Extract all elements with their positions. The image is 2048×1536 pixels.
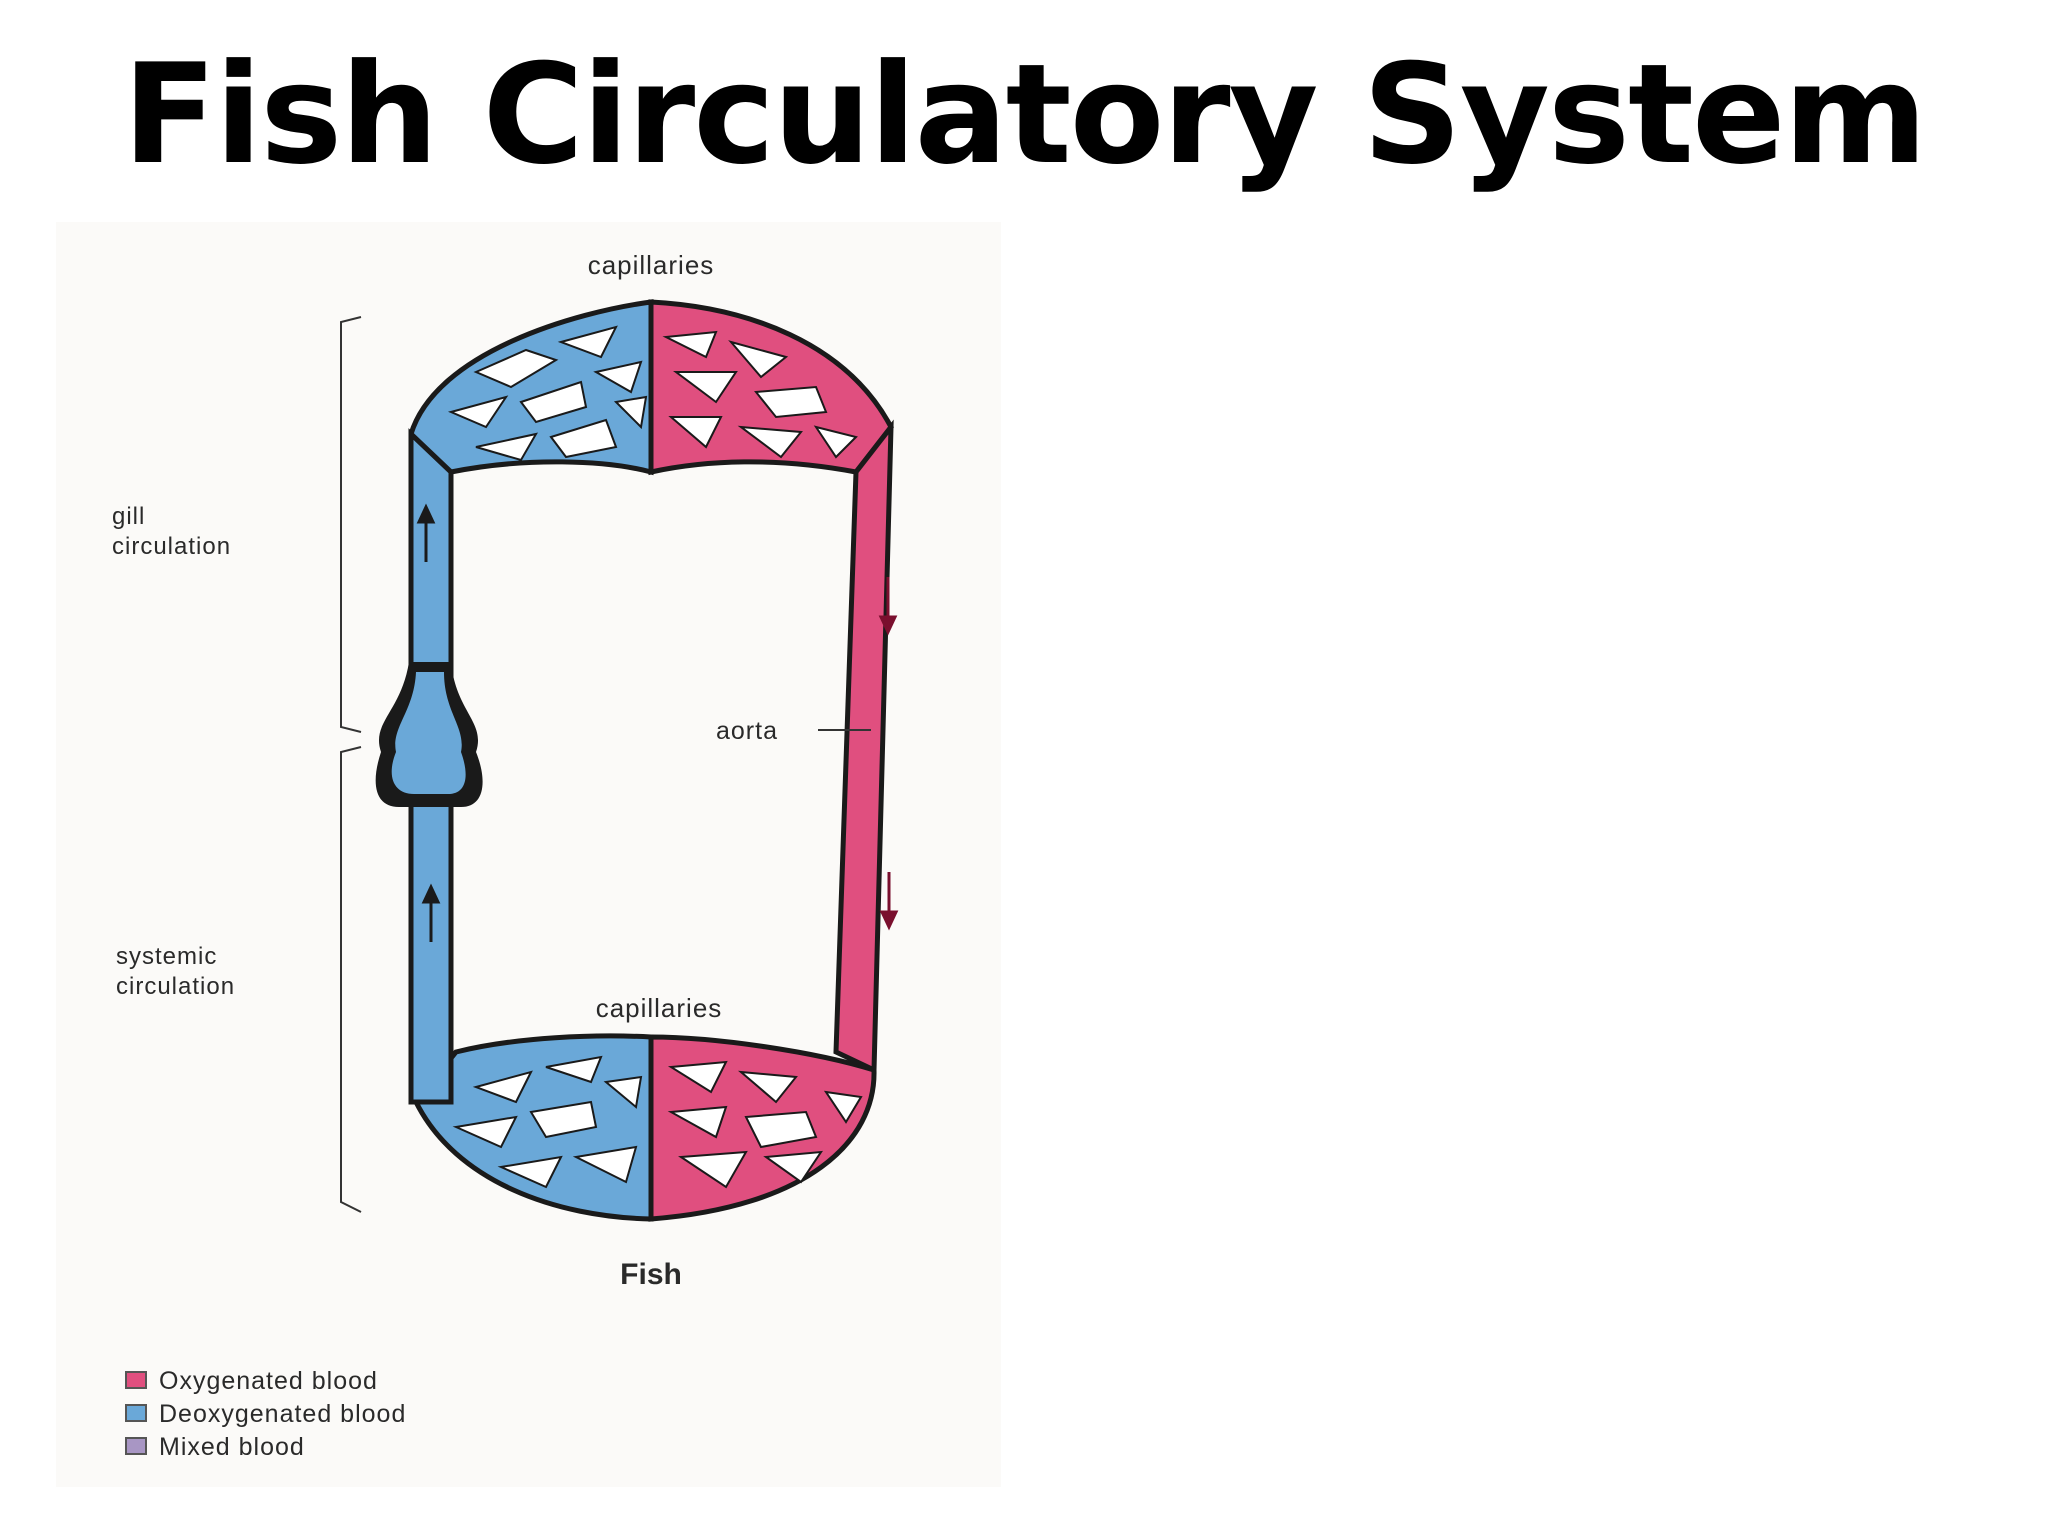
- diagram-caption: Fish: [620, 1258, 682, 1291]
- legend-label-deoxygenated: Deoxygenated blood: [159, 1400, 406, 1428]
- blue-vessel-lower: [408, 799, 454, 1105]
- bottom-capillaries-label: capillaries: [596, 993, 723, 1023]
- heart: [375, 662, 483, 807]
- up-arrow-icon: [416, 503, 436, 562]
- gill-bracket: [340, 316, 362, 733]
- aorta-label: aorta: [716, 717, 778, 745]
- top-capillaries-label: capillaries: [588, 250, 715, 280]
- gill-circulation-label-line1: gill: [112, 503, 145, 530]
- bottom-capillary-blue: [413, 1033, 654, 1222]
- legend: Oxygenated blood Deoxygenated blood Mixe…: [125, 1367, 406, 1461]
- diagram-panel: capillaries capillaries gill circulation…: [56, 222, 1001, 1487]
- legend-swatch-mixed: [125, 1437, 147, 1455]
- gill-circulation-label-line2: circulation: [112, 533, 231, 560]
- up-arrow-icon: [421, 883, 441, 942]
- down-arrow-icon: [878, 577, 898, 636]
- systemic-circulation-label-line1: systemic: [116, 943, 217, 970]
- legend-swatch-deoxygenated: [125, 1404, 147, 1422]
- bottom-capillary-network: [413, 1033, 877, 1222]
- legend-swatch-oxygenated: [125, 1371, 147, 1389]
- down-arrow-icon: [879, 872, 899, 931]
- heart-chambers: [391, 672, 466, 794]
- red-vessel: [833, 419, 894, 1074]
- systemic-bracket: [340, 746, 362, 1213]
- circulation-diagram: capillaries capillaries gill circulation…: [112, 250, 899, 1461]
- top-capillary-network: [408, 299, 894, 480]
- slide-title: Fish Circulatory System: [122, 34, 1928, 195]
- systemic-circulation-label-line2: circulation: [116, 973, 235, 1000]
- flow-arrows: [416, 503, 899, 942]
- legend-label-mixed: Mixed blood: [159, 1433, 305, 1461]
- legend-label-oxygenated: Oxygenated blood: [159, 1367, 378, 1395]
